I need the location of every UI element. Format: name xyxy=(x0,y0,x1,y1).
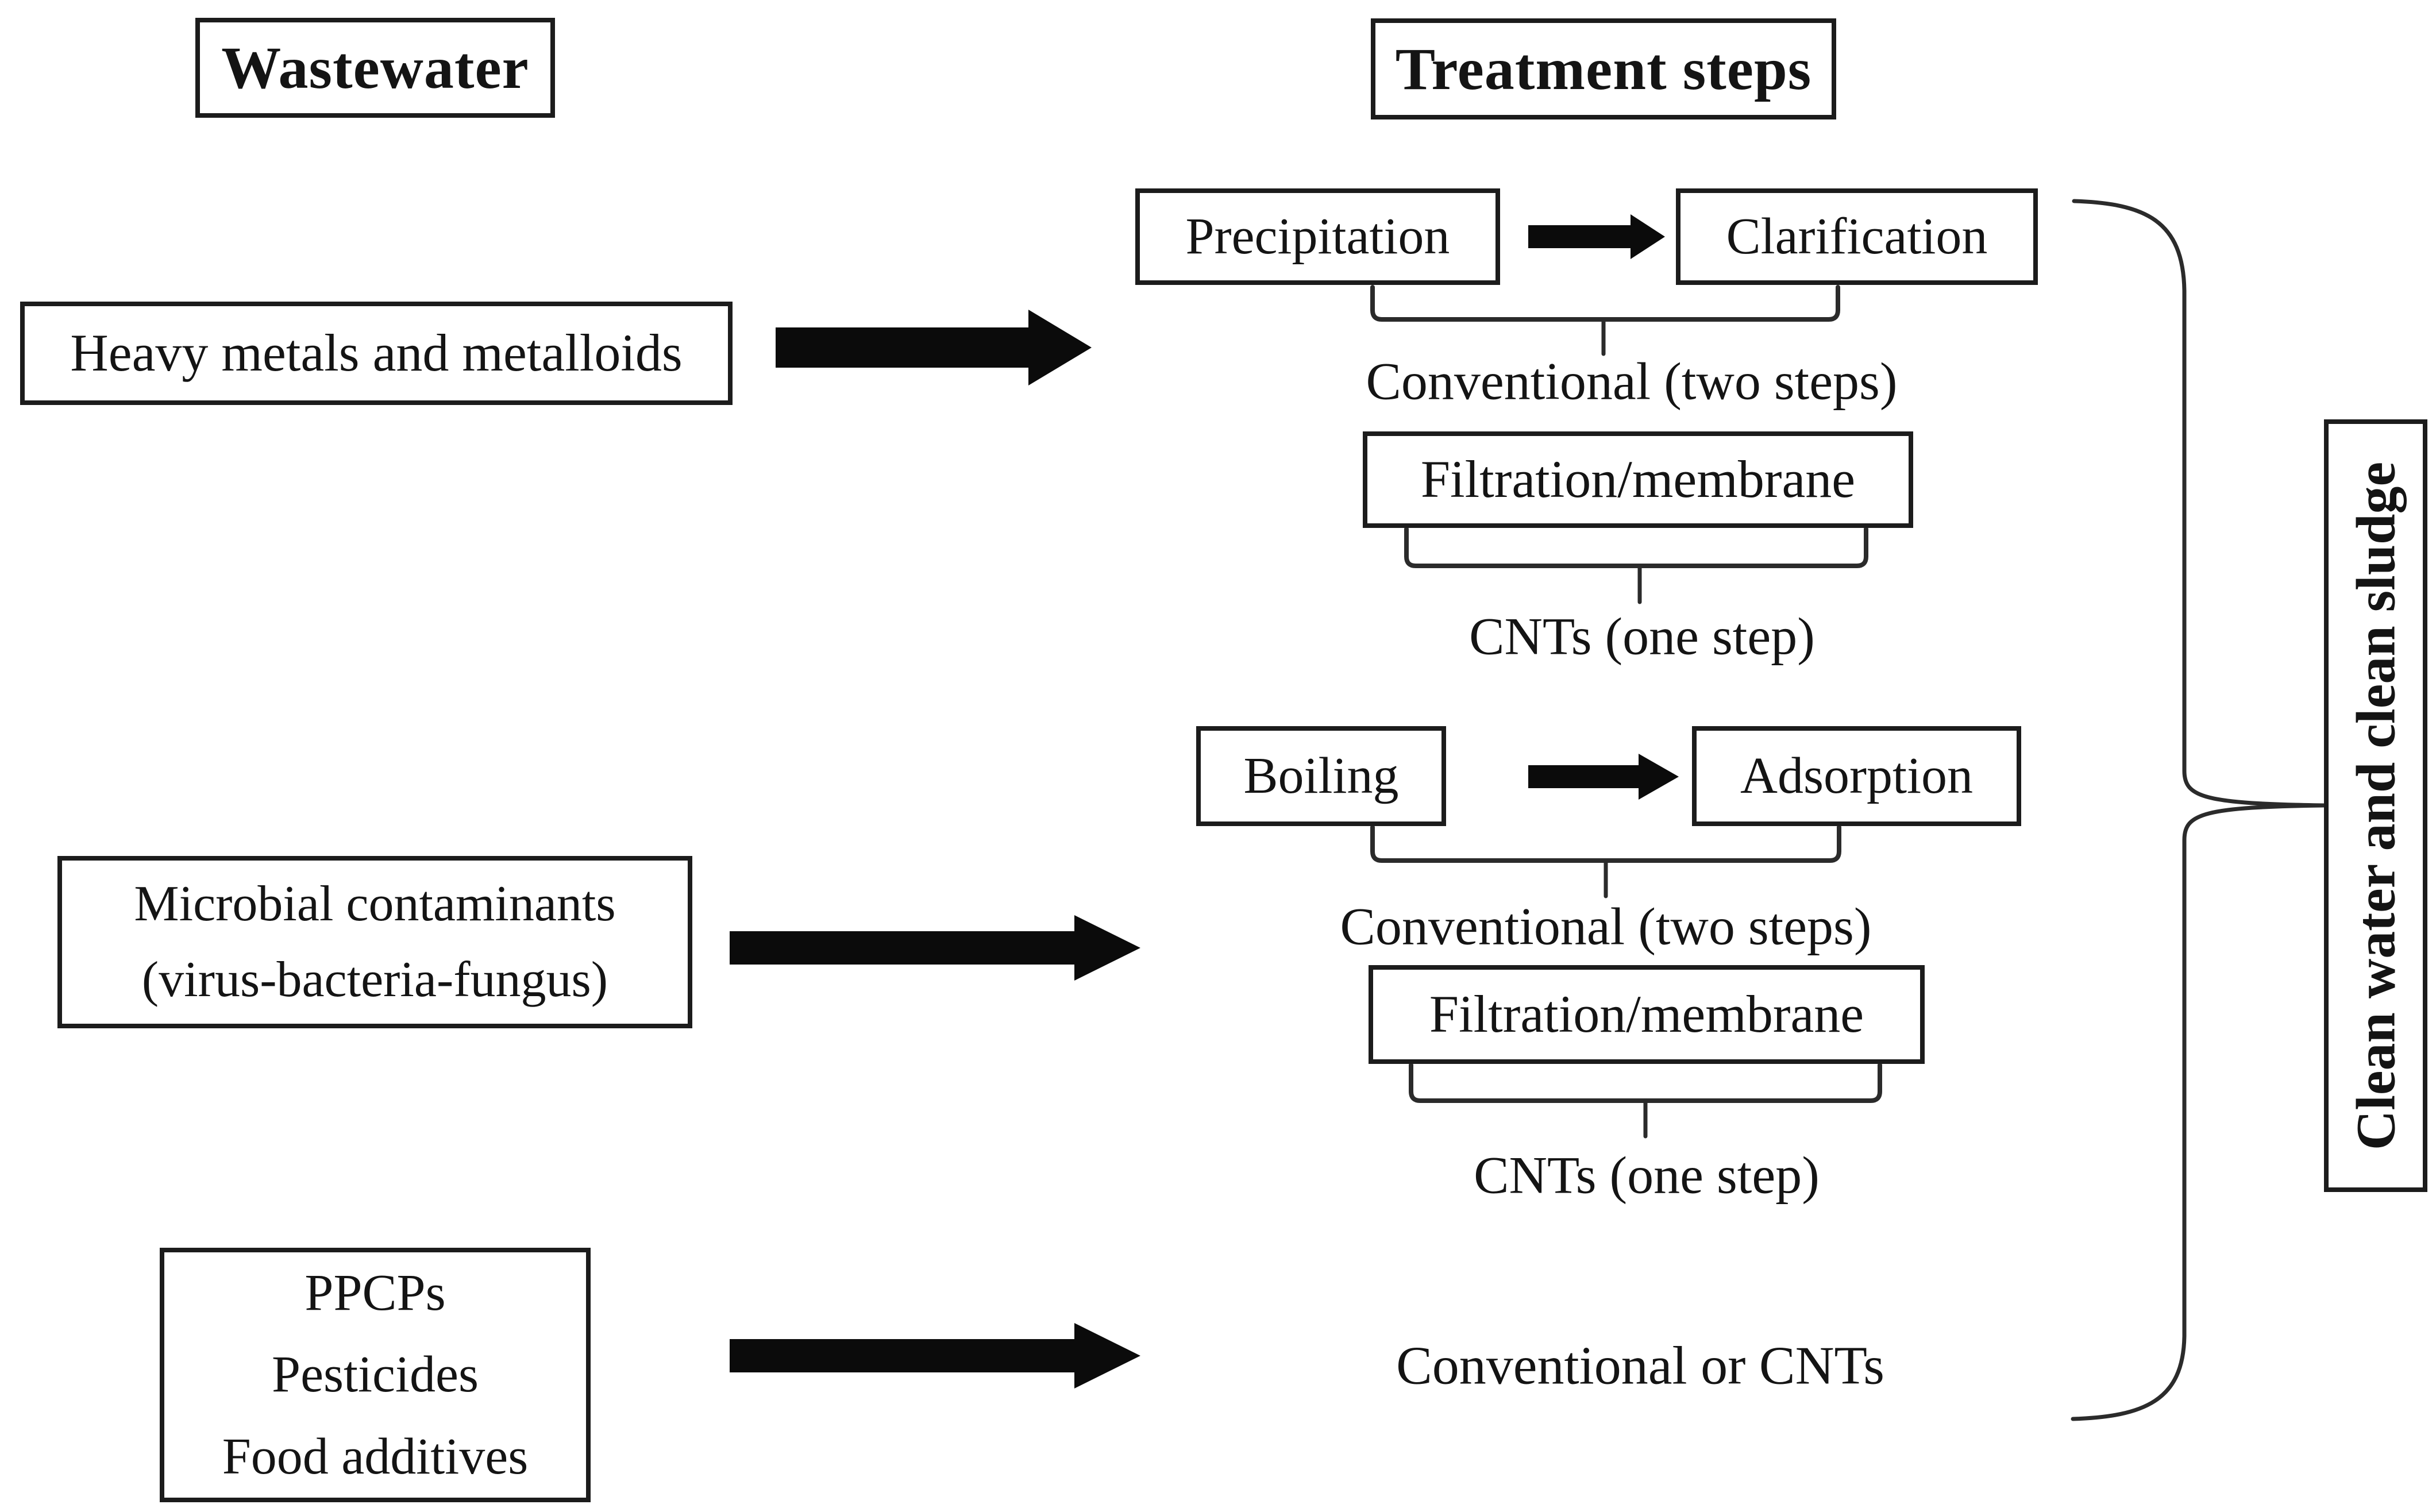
source-box-microbial: Microbial contaminants (virus-bacteria-f… xyxy=(57,856,692,1028)
source-label-line: (virus-bacteria-fungus) xyxy=(141,952,608,1008)
source-label-line: PPCPs xyxy=(304,1264,446,1322)
underbrace-icon xyxy=(1370,285,1840,322)
header-label: Treatment steps xyxy=(1395,36,1812,102)
source-label-line: Pesticides xyxy=(272,1346,479,1403)
result-label: Clean water and clean sludge xyxy=(2345,461,2407,1150)
wastewater-column-header: Wastewater xyxy=(195,18,555,118)
source-label-line: Microbial contaminants xyxy=(134,876,616,932)
source-label-line: Food additives xyxy=(222,1428,529,1485)
source-label: Heavy metals and metalloids xyxy=(70,323,683,383)
treatment-box-adsorption: Adsorption xyxy=(1692,726,2021,826)
treatment-label: Clarification xyxy=(1726,208,1988,265)
treatment-box-filtration-membrane-2: Filtration/membrane xyxy=(1369,965,1925,1064)
caption-conventional-or-cnts: Conventional or CNTs xyxy=(1396,1336,1884,1396)
underbrace-icon xyxy=(1370,825,1841,863)
treatment-label: Boiling xyxy=(1243,747,1399,805)
treatment-label: Adsorption xyxy=(1740,747,1973,805)
caption-conventional-two-steps-1: Conventional (two steps) xyxy=(1366,352,1898,411)
treatment-box-boiling: Boiling xyxy=(1196,726,1446,826)
block-arrow-right-icon xyxy=(1528,754,1679,800)
treatment-label: Filtration/membrane xyxy=(1429,985,1864,1044)
caption-cnts-one-step-2: CNTs (one step) xyxy=(1474,1145,1820,1205)
source-box-ppcp: PPCPs Pesticides Food additives xyxy=(160,1248,591,1502)
block-arrow-right-icon xyxy=(730,1323,1140,1388)
right-curly-brace-icon xyxy=(2071,199,2327,1421)
treatment-box-filtration-membrane-1: Filtration/membrane xyxy=(1363,431,1913,528)
underbrace-icon xyxy=(1404,527,1868,568)
treatment-box-clarification: Clarification xyxy=(1676,188,2038,285)
underbrace-icon xyxy=(1409,1063,1882,1103)
treatment-box-precipitation: Precipitation xyxy=(1135,188,1500,285)
treatment-steps-column-header: Treatment steps xyxy=(1371,18,1836,119)
treatment-label: Filtration/membrane xyxy=(1420,450,1856,509)
caption-conventional-two-steps-2: Conventional (two steps) xyxy=(1340,897,1872,956)
result-box-clean-water: Clean water and clean sludge xyxy=(2324,419,2427,1192)
header-label: Wastewater xyxy=(221,34,529,101)
block-arrow-right-icon xyxy=(776,310,1092,385)
caption-cnts-one-step-1: CNTs (one step) xyxy=(1469,607,1815,666)
block-arrow-right-icon xyxy=(730,915,1140,981)
source-box-heavy-metals: Heavy metals and metalloids xyxy=(20,302,733,405)
block-arrow-right-icon xyxy=(1528,214,1665,259)
treatment-label: Precipitation xyxy=(1185,208,1450,265)
